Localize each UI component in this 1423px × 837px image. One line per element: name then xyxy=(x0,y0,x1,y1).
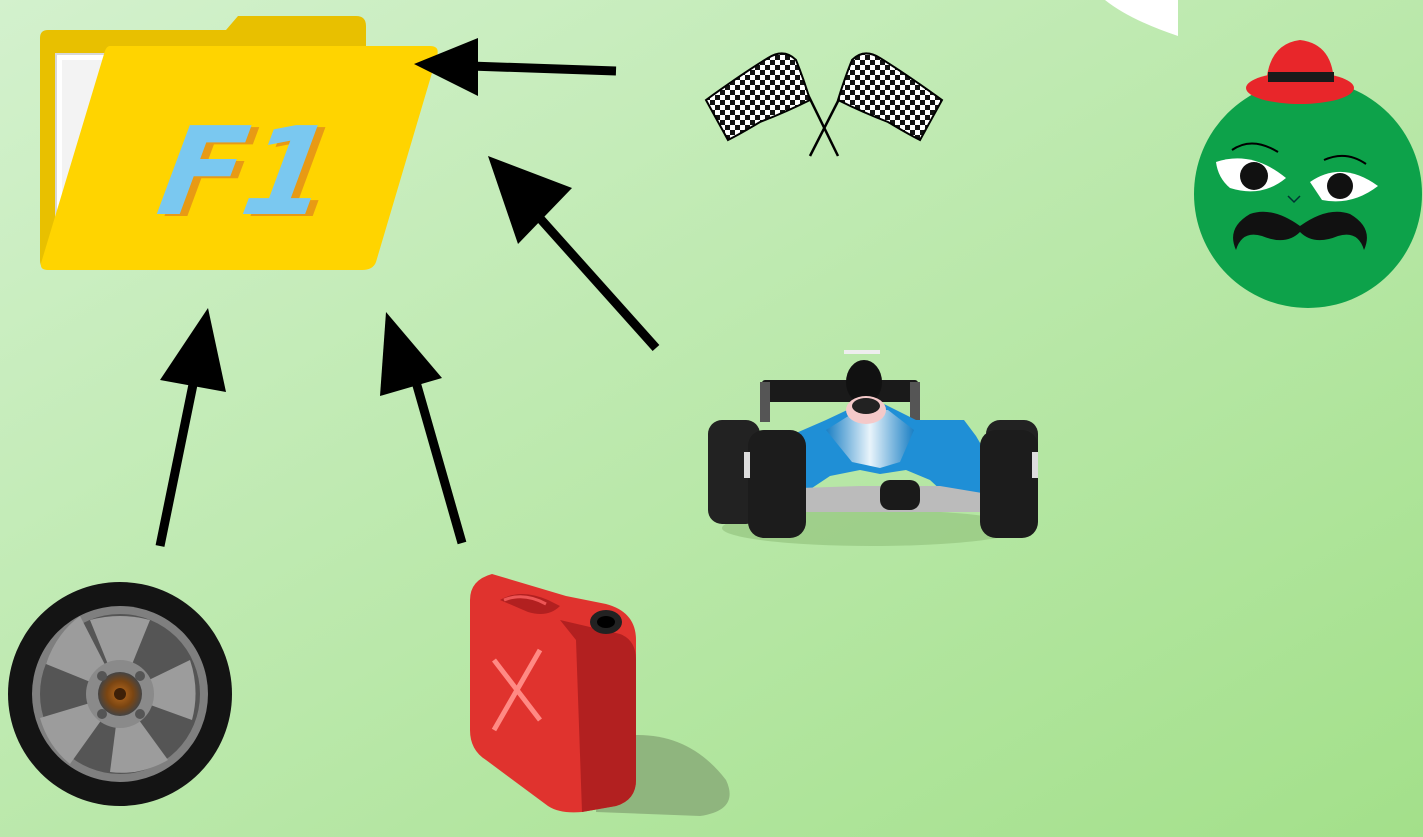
arrows xyxy=(155,38,660,547)
fuel-can-icon xyxy=(470,574,730,816)
tire-icon xyxy=(8,582,232,806)
arrow-fuel-to-folder xyxy=(380,312,467,545)
arrow-car-to-folder xyxy=(488,156,660,352)
folder-icon: F1 F1 xyxy=(40,16,438,270)
arrow-flags-to-folder xyxy=(414,38,617,96)
folder-label: F1 xyxy=(149,101,342,243)
folder-label-shadow: F1 xyxy=(157,103,350,245)
speech-bubble-icon xyxy=(1105,0,1178,36)
race-car-icon xyxy=(708,350,1038,546)
checkered-flags-icon xyxy=(704,52,944,157)
mascot-icon xyxy=(1194,40,1422,308)
arrow-tire-to-folder xyxy=(155,308,226,547)
